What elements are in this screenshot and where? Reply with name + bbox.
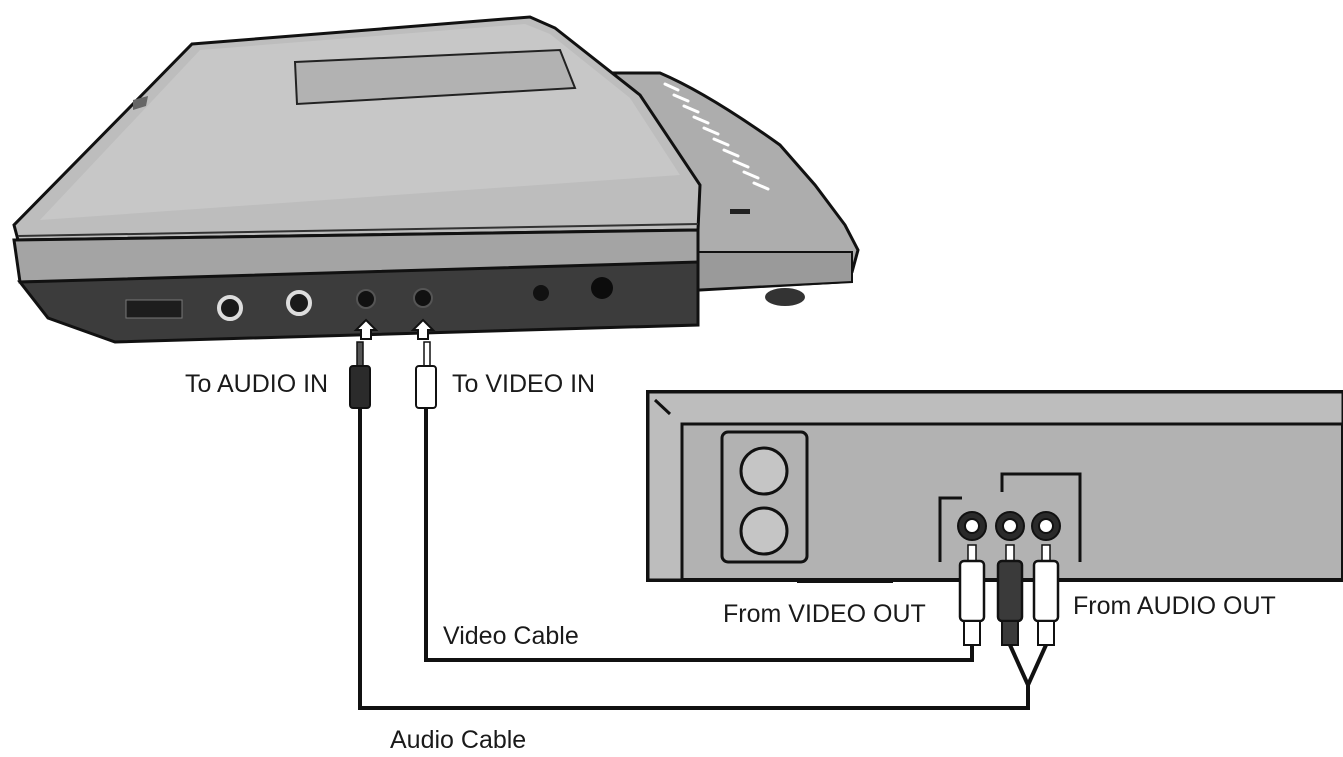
video-insert-arrow-icon bbox=[410, 318, 436, 340]
rear-slot bbox=[730, 209, 750, 214]
video-mini-plug bbox=[415, 341, 437, 409]
jack-2 bbox=[286, 290, 312, 316]
audio-cable-split bbox=[1008, 644, 1048, 690]
insert-arrows bbox=[353, 318, 436, 340]
video-out-bracket bbox=[938, 496, 962, 562]
audio-out-bracket bbox=[1000, 472, 1082, 562]
power-jack bbox=[533, 285, 549, 301]
to-video-in-label: To VIDEO IN bbox=[452, 370, 595, 398]
rf-terminal-top bbox=[739, 446, 789, 496]
rf-terminal-frame bbox=[720, 430, 809, 564]
audio-cable-label: Audio Cable bbox=[390, 726, 526, 754]
source-device-top-strip bbox=[646, 390, 1343, 582]
video-cable-label: Video Cable bbox=[443, 622, 579, 650]
audio-rca-plug-right bbox=[1032, 544, 1060, 646]
lid-hinge-tab bbox=[133, 96, 148, 110]
audio-insert-arrow-icon bbox=[353, 318, 379, 340]
from-video-out-label: From VIDEO OUT bbox=[723, 600, 926, 628]
dc-in-jack bbox=[591, 277, 613, 299]
player-rear-base-lower bbox=[689, 251, 853, 292]
lid-edge bbox=[17, 223, 699, 237]
source-top-notch bbox=[653, 398, 672, 416]
source-device bbox=[646, 390, 1343, 583]
to-audio-in-label: To AUDIO IN bbox=[185, 370, 328, 398]
audio-mini-plug bbox=[349, 341, 371, 409]
rf-terminal-bottom bbox=[739, 506, 789, 556]
lid-window bbox=[293, 48, 577, 106]
video-rca-plug bbox=[958, 544, 986, 646]
vent-slots bbox=[663, 82, 770, 191]
video-cable bbox=[424, 408, 974, 662]
volume-dial bbox=[125, 299, 183, 319]
player-foot bbox=[765, 288, 805, 306]
audio-cable bbox=[358, 408, 1030, 710]
from-audio-out-label: From AUDIO OUT bbox=[1073, 592, 1276, 620]
audio-in-jack bbox=[356, 289, 376, 309]
audio-rca-plug-left bbox=[996, 544, 1024, 646]
jack-1 bbox=[217, 295, 243, 321]
video-in-jack bbox=[413, 288, 433, 308]
portable-dvd-player bbox=[12, 15, 860, 344]
